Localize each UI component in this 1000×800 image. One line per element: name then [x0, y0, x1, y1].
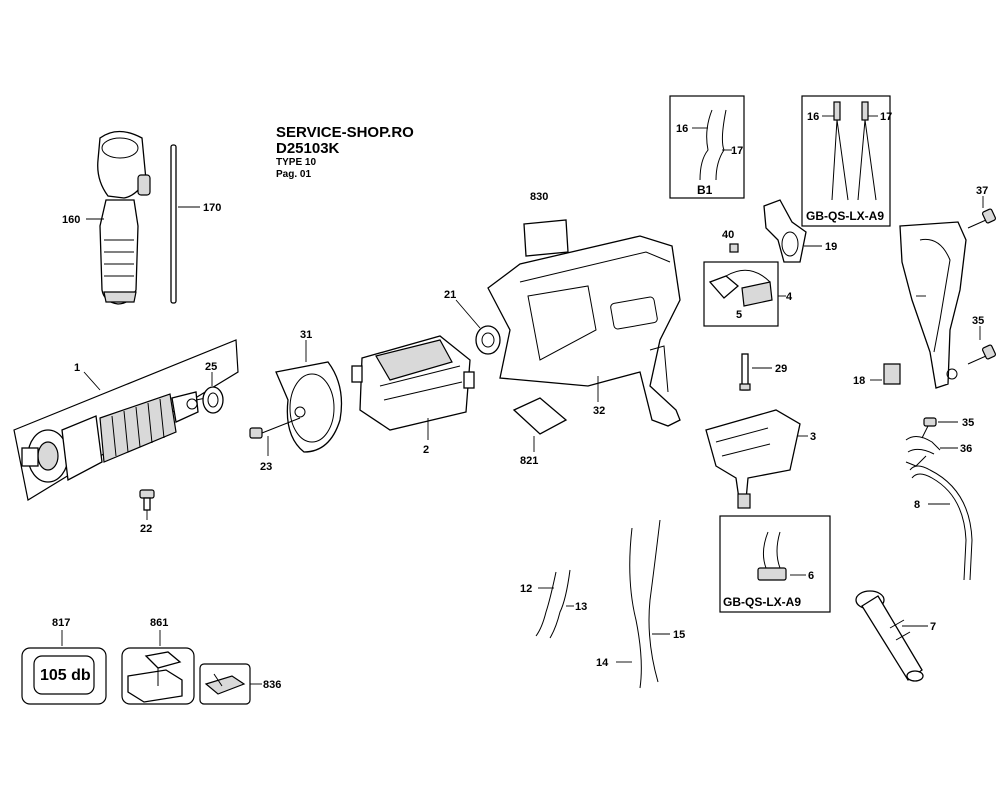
callout-4: 4 [786, 291, 793, 303]
leads-14-15-drawing [629, 519, 661, 689]
screw-37-drawing [967, 208, 997, 229]
gb-bottom-box [719, 515, 831, 613]
callout-16-gb: 16 [807, 111, 819, 123]
b1-brush-box [669, 95, 745, 199]
screw-35-upper-drawing [967, 344, 997, 365]
block-18-drawing [883, 363, 901, 385]
diagram-header: SERVICE-SHOP.RO D25103K TYPE 10 Pag. 01 [276, 125, 414, 180]
screw-23-drawing [249, 417, 301, 439]
callout-16-b1: 16 [676, 123, 688, 135]
callout-821: 821 [520, 455, 538, 467]
shop-name: SERVICE-SHOP.RO [276, 124, 414, 141]
piece-29-drawing [739, 353, 751, 391]
callout-836: 836 [263, 679, 281, 691]
carbon-brush-6-drawing [757, 531, 787, 581]
callout-1: 1 [74, 362, 80, 374]
callout-29: 29 [775, 363, 787, 375]
callout-170: 170 [203, 202, 221, 214]
screw-40-drawing [729, 243, 739, 253]
gb-bottom-box-label: GB-QS-LX-A9 [723, 595, 801, 609]
callout-15: 15 [673, 629, 685, 641]
side-handle-drawing [97, 130, 151, 305]
type-code: TYPE 10 [276, 157, 317, 168]
kitbox-drawing [127, 651, 183, 703]
armature-drawing [13, 339, 239, 501]
callout-21: 21 [444, 289, 456, 301]
bearing-25-drawing [202, 386, 224, 414]
cord-clamp-36-drawing [905, 436, 941, 455]
callout-6: 6 [808, 570, 814, 582]
callout-14: 14 [596, 657, 609, 669]
callout-17-gb: 17 [880, 111, 892, 123]
callout-3: 3 [810, 431, 816, 443]
field-stator-drawing [351, 335, 475, 431]
brush-holder-4-drawing [708, 269, 773, 307]
cord-guard-7-drawing [855, 590, 924, 682]
power-cord-8-drawing [905, 455, 973, 581]
item-836-drawing [204, 673, 246, 695]
callout-25: 25 [205, 361, 217, 373]
brush-holder-box [703, 261, 779, 327]
brush-lead-16-drawing [699, 109, 713, 181]
brush-set-top-drawing [831, 101, 877, 201]
brush-lead-17-drawing [715, 109, 727, 181]
gb-top-box-label: GB-QS-LX-A9 [806, 209, 884, 223]
callout-23: 23 [260, 461, 272, 473]
callout-12: 12 [520, 583, 532, 595]
callout-22: 22 [140, 523, 152, 535]
kitbox-frame [121, 647, 195, 705]
screw-22-drawing [139, 489, 155, 511]
callout-8: 8 [914, 499, 920, 511]
page-number: Pag. 01 [276, 169, 312, 180]
noise-label-frame [21, 647, 107, 705]
callout-31: 31 [300, 329, 312, 341]
callout-830: 830 [530, 191, 548, 203]
callout-18: 18 [853, 375, 865, 387]
screw-35-lower-drawing [921, 417, 937, 439]
noise-label-text: 105 db [40, 667, 91, 684]
callout-861: 861 [150, 617, 168, 629]
callout-5: 5 [736, 309, 742, 321]
callout-32: 32 [593, 405, 605, 417]
callout-13: 13 [575, 601, 587, 613]
handle-half-drawing [899, 221, 967, 389]
callout-36: 36 [960, 443, 972, 455]
bearing-21-drawing [475, 325, 501, 355]
b1-box-label: B1 [697, 183, 713, 197]
model-code: D25103K [276, 140, 340, 157]
callout-2: 2 [423, 444, 429, 456]
switch-drawing [705, 409, 801, 509]
motor-housing-drawing [487, 235, 681, 427]
callout-35-lower: 35 [962, 417, 974, 429]
label-830-drawing [523, 219, 569, 257]
callout-37: 37 [976, 185, 988, 197]
depth-rod-drawing [170, 144, 177, 304]
callout-17-b1: 17 [731, 145, 743, 157]
label-821-drawing [512, 397, 568, 435]
callout-19: 19 [825, 241, 837, 253]
noise-label-inner-frame [33, 655, 95, 695]
callout-40: 40 [722, 229, 734, 241]
leads-12-13-drawing [535, 569, 571, 639]
baffle-drawing [275, 361, 343, 453]
brush-holder-19-drawing [763, 199, 807, 263]
callout-7: 7 [930, 621, 936, 633]
callout-35-upper: 35 [972, 315, 984, 327]
gb-top-box [801, 95, 891, 227]
callout-160: 160 [62, 214, 80, 226]
callout-817: 817 [52, 617, 70, 629]
